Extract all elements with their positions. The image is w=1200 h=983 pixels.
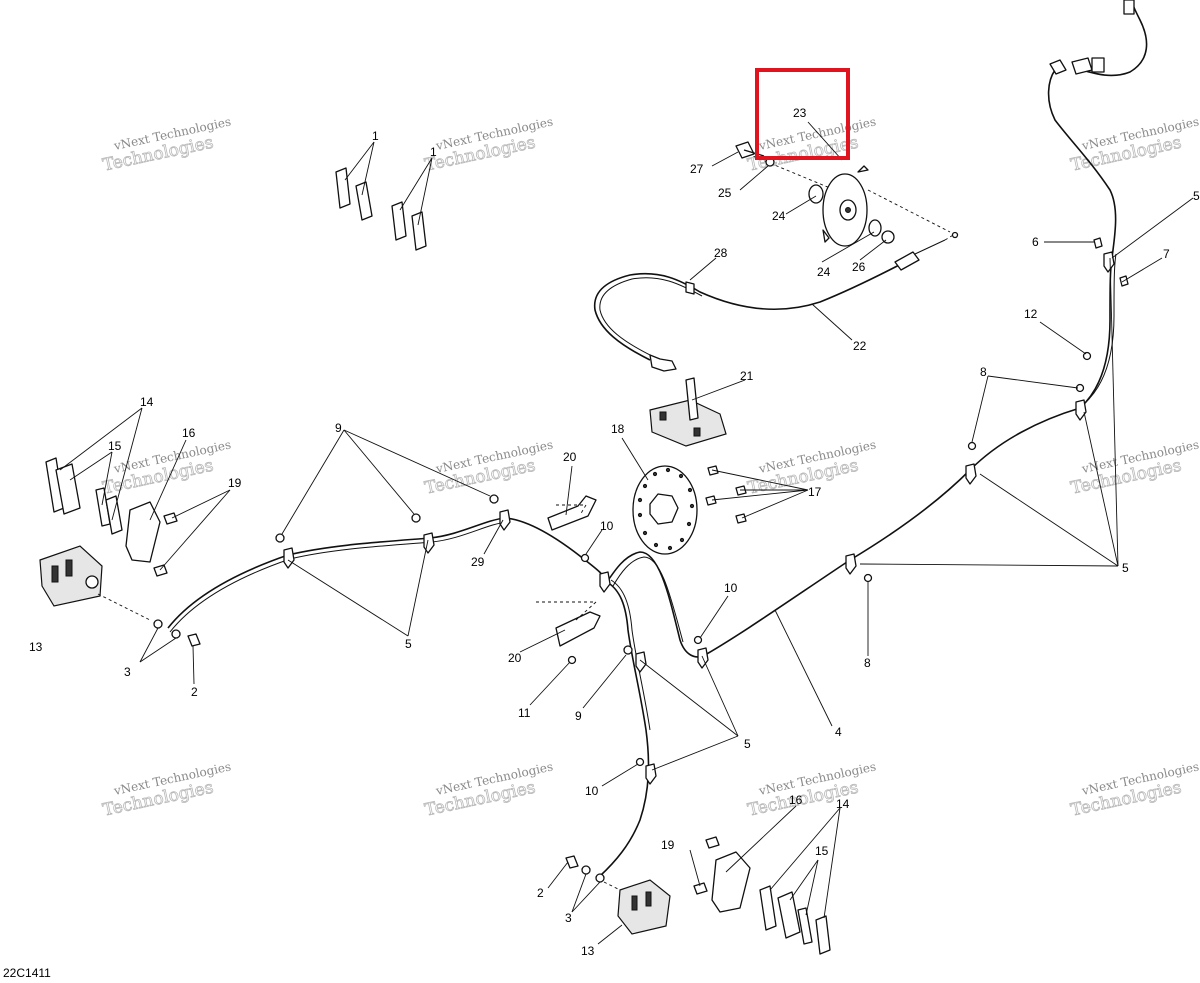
callout-24: 24 [817,265,831,279]
caliper-left-assembly [39,457,201,647]
brake-hose-master [1047,69,1117,409]
callout-15: 15 [815,844,829,858]
callout-5: 5 [1122,561,1129,575]
watermark: vNext Technologies Technologies [746,759,878,821]
watermarks: vNext Technologies Technologies vNext Te… [101,114,1200,821]
highlight-box [755,68,850,160]
callout-1: 1 [430,145,437,159]
watermark: vNext Technologies Technologies [1069,759,1200,821]
callout-19: 19 [228,476,242,490]
parking-brake-disc-assembly [735,141,951,247]
watermark: vNext Technologies Technologies [423,114,555,176]
callout-13: 13 [29,640,43,654]
watermark: vNext Technologies Technologies [423,437,555,499]
caliper-rear-assembly [565,851,831,955]
callout-17: 17 [808,485,822,499]
callouts: 1 1 14 15 16 19 13 3 2 9 5 29 20 10 20 1… [29,106,1200,958]
callout-5: 5 [744,737,751,751]
brake-hose-master-inner [1083,253,1117,405]
callout-9: 9 [335,421,342,435]
brake-line-right-inner [612,556,684,643]
parking-brake-caliper [649,377,727,447]
watermark: vNext Technologies Technologies [746,114,878,176]
callout-8: 8 [864,656,871,670]
clip [965,463,977,485]
clip [845,553,857,575]
callout-16: 16 [789,793,803,807]
callout-6: 6 [1032,235,1039,249]
watermark: vNext Technologies Technologies [101,759,233,821]
leader-lines [59,121,1194,945]
watermark: vNext Technologies Technologies [1069,114,1200,176]
clip [283,547,295,569]
callout-9: 9 [575,709,582,723]
clip [645,763,657,785]
callout-14: 14 [140,395,154,409]
hose-fitting [1123,0,1135,15]
brake-line-left [167,517,608,629]
callout-11: 11 [518,706,531,720]
callout-2: 2 [537,886,544,900]
callout-5: 5 [405,637,412,651]
callout-28: 28 [714,246,728,260]
callout-26: 26 [852,260,866,274]
callout-16: 16 [182,426,196,440]
callout-29: 29 [471,555,485,569]
callout-20: 20 [508,651,522,665]
brake-lines [167,0,1148,877]
callout-23: 23 [793,106,807,120]
brackets [536,495,601,647]
brake-pads-top [335,167,427,251]
watermark: vNext Technologies Technologies [101,114,233,176]
fasteners [153,237,1129,895]
line-clips [283,251,1115,785]
callout-25: 25 [718,186,732,200]
callout-3: 3 [565,911,572,925]
callout-22: 22 [853,339,867,353]
watermark: vNext Technologies Technologies [423,759,555,821]
clip [635,651,647,673]
callout-10: 10 [600,519,614,533]
drawing-reference-code: 22C1411 [3,966,51,980]
callout-3: 3 [124,665,131,679]
callout-12: 12 [1024,307,1038,321]
brake-hose-center [599,581,650,877]
clip [1075,399,1087,421]
callout-15: 15 [108,439,122,453]
hose-fitting [1049,59,1067,75]
brake-line-left-inner [169,521,508,633]
callout-8: 8 [980,365,987,379]
callout-13: 13 [581,944,595,958]
callout-18: 18 [611,422,625,436]
clip [1103,251,1115,273]
watermark: vNext Technologies Technologies [1069,437,1200,499]
callout-21: 21 [740,369,754,383]
brake-hose-center-inner [610,579,651,731]
callout-4: 4 [835,725,842,739]
callout-1: 1 [372,129,379,143]
parking-brake-cable [594,231,959,372]
callout-5: 5 [1193,189,1200,203]
callout-20: 20 [563,450,577,464]
hose-fitting [1091,57,1105,73]
callout-10: 10 [585,784,599,798]
callout-19: 19 [661,838,675,852]
callout-7: 7 [1163,247,1170,261]
clip [499,509,511,531]
clip [599,571,611,593]
callout-10: 10 [724,581,738,595]
callout-24: 24 [772,209,786,223]
brake-rotor [632,465,698,555]
callout-14: 14 [836,797,850,811]
callout-27: 27 [690,162,704,176]
callout-2: 2 [191,685,198,699]
